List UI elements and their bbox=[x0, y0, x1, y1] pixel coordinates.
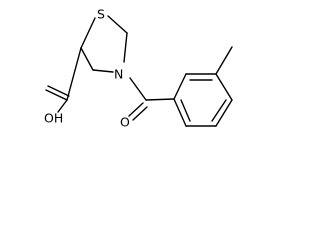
benzene-bond-1 bbox=[173, 73, 187, 100]
chemical-structure: S N O OH bbox=[44, 7, 233, 130]
bond-c2-c1-visible bbox=[80, 47, 94, 71]
benzene-bond-6 bbox=[173, 98, 187, 127]
bond-carbonyl-double-o-a bbox=[128, 102, 144, 117]
bond-ch2-n-visible bbox=[123, 32, 128, 63]
bond-carbonyl-ring bbox=[145, 98, 175, 101]
bond-s-ch2-visible bbox=[107, 15, 128, 34]
carbonyl-oxygen-label: O bbox=[120, 115, 130, 130]
bond-cooh-double-a bbox=[45, 89, 68, 101]
carboxylic-acid-visible bbox=[45, 47, 82, 113]
benzene-ring bbox=[173, 73, 233, 127]
bond-carbonyl-double-o-b bbox=[132, 106, 148, 121]
methyl-group bbox=[215, 46, 233, 75]
benzene-bond-4 bbox=[215, 99, 233, 127]
benzene-double-3 bbox=[180, 99, 191, 122]
bond-n-carbonyl bbox=[129, 77, 147, 101]
bond-cooh-double-b bbox=[47, 85, 70, 97]
bond-c1-n-visible bbox=[92, 69, 114, 73]
benzene-bond-3 bbox=[215, 73, 233, 101]
bond-s-c2-visible bbox=[80, 17, 96, 49]
nitrogen-atom-label: N bbox=[114, 67, 123, 82]
hydroxyl-label: OH bbox=[44, 111, 63, 126]
amide-carbonyl-group bbox=[128, 77, 175, 121]
bond-c1-cooh-visible bbox=[66, 47, 82, 101]
bond-cooh-oh-visible bbox=[57, 99, 68, 113]
thiazolidine-ring-visible bbox=[80, 15, 128, 73]
benzene-double-2 bbox=[211, 99, 227, 122]
sulfur-atom-label: S bbox=[97, 7, 105, 22]
bond-ring-methyl bbox=[215, 46, 233, 75]
